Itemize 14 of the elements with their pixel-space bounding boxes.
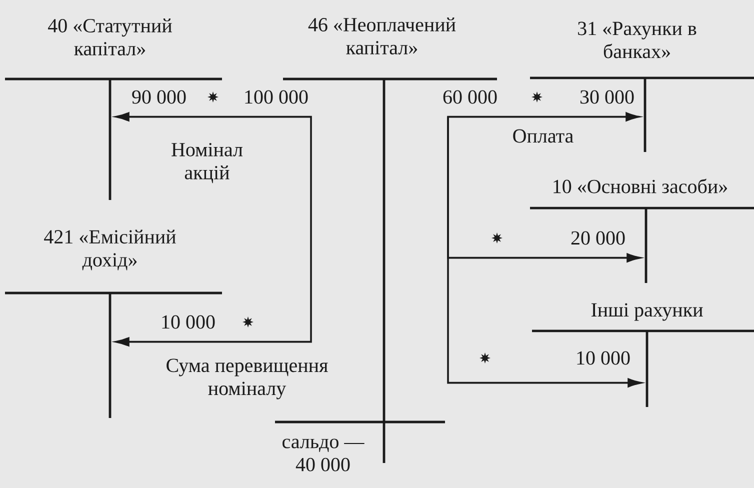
account-title: 46 «Неоплачений капітал» [308, 18, 456, 54]
amount-entry: 90 000 [132, 90, 186, 104]
amount-entry: 60 000 [443, 90, 497, 104]
account-title: 31 «Рахунки в банках» [578, 22, 696, 58]
amount-entry: 100 000 [245, 90, 308, 104]
vertical-rule [644, 78, 646, 152]
vertical-rule [108, 293, 112, 418]
edge-label: Сума перевищення номіналу [166, 358, 328, 400]
balance-entry: сальдо — 40 000 [282, 438, 364, 472]
vertical-rule [644, 208, 648, 283]
account-title: 40 «Статутний капітал» [48, 18, 172, 56]
vertical-rule [108, 79, 112, 200]
amount-entry: 30 000 [580, 90, 634, 104]
vertical-rule [646, 331, 648, 407]
